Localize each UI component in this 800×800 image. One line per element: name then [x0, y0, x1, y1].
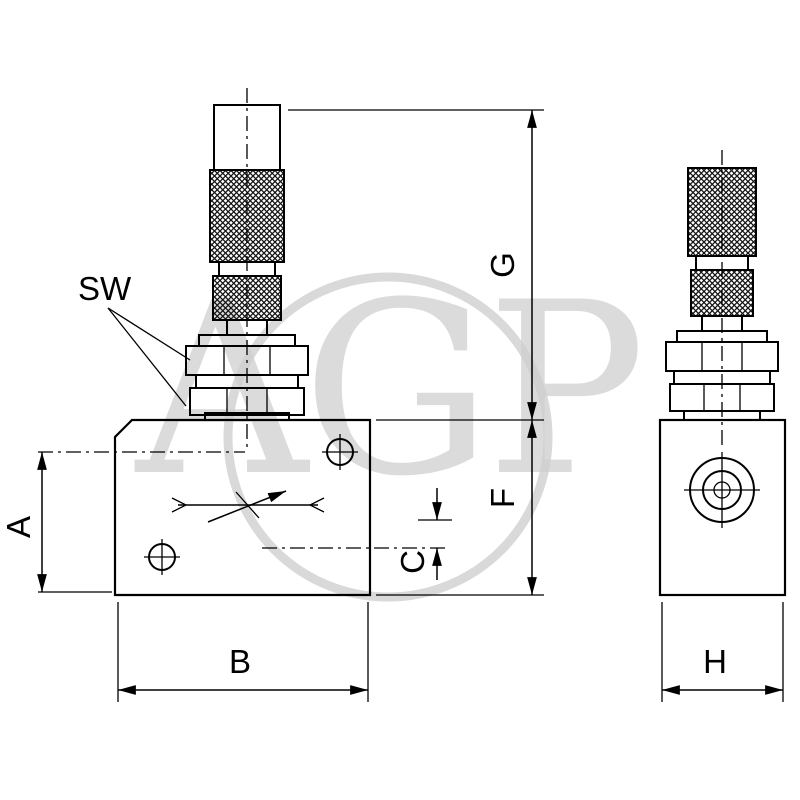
sw-callout: SW [78, 270, 191, 407]
watermark-circle [223, 272, 553, 602]
dim-label-g: G [484, 252, 521, 278]
dim-label-h: H [703, 643, 727, 680]
dimension-c: C [394, 488, 452, 580]
sw-leader-line-lower [107, 307, 187, 407]
dim-label-a: A [0, 516, 37, 538]
watermark: AGP [134, 252, 646, 602]
throttle-valve-symbol [171, 490, 325, 523]
front-view [38, 88, 448, 597]
dimension-g: G [288, 109, 544, 420]
dim-label-sw: SW [78, 270, 132, 307]
valve-body-side [658, 418, 787, 597]
dim-label-c: C [394, 550, 431, 574]
dim-label-b: B [229, 643, 251, 680]
dimension-b: B [117, 602, 369, 702]
adjustment-knob-side [665, 150, 779, 448]
port-bore [684, 452, 760, 528]
watermark-text: AGP [134, 252, 640, 529]
sw-leader-line-upper [107, 307, 191, 361]
adjustment-knob-front [185, 88, 309, 448]
dimension-a: A [0, 452, 112, 593]
mounting-hole-lower [144, 539, 180, 575]
dim-label-f: F [484, 488, 521, 508]
mounting-hole-upper [322, 434, 358, 470]
dimension-h: H [661, 602, 784, 702]
dimension-f: F [376, 419, 544, 596]
valve-body-front [113, 418, 372, 597]
side-view [658, 150, 787, 597]
